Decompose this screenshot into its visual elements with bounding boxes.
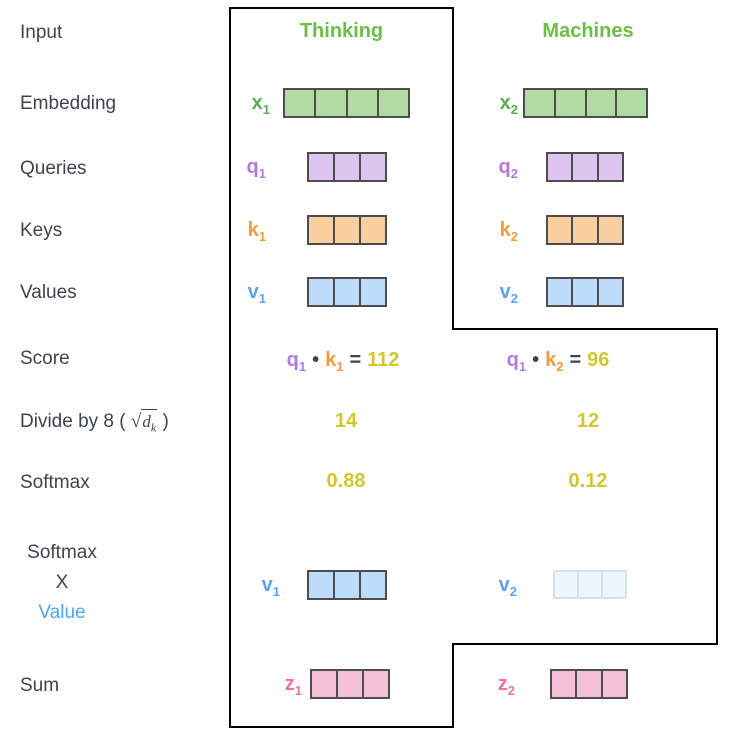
vector-cell xyxy=(596,279,622,305)
vector-cell xyxy=(333,572,359,598)
dot-operator: • xyxy=(312,349,320,371)
row-label-values: Values xyxy=(20,282,77,303)
k2-label: k2 xyxy=(499,219,518,244)
equals-sign: = xyxy=(569,349,582,371)
v1-weighted-label: v1 xyxy=(261,574,280,599)
row-label-embedding: Embedding xyxy=(20,93,117,114)
row-label-queries: Queries xyxy=(20,158,87,179)
row-label-sum: Sum xyxy=(20,675,60,696)
vector-cell xyxy=(362,671,388,697)
vector-cell xyxy=(555,572,577,597)
vector-cell xyxy=(312,671,336,697)
vector-cell xyxy=(548,279,572,305)
vector-cell xyxy=(309,572,333,598)
x1-embedding-bar xyxy=(283,88,410,118)
score-result: 112 xyxy=(367,349,400,371)
z1-label: z1 xyxy=(284,673,302,698)
vector-cell xyxy=(333,279,359,305)
vector-cell xyxy=(333,154,359,180)
score-q1-k1: q1•k1=112 xyxy=(286,349,400,374)
vector-cell xyxy=(577,572,601,597)
dot-operator: • xyxy=(532,349,540,371)
x2-label: x2 xyxy=(499,92,518,117)
token-header-thinking: Thinking xyxy=(299,20,384,42)
vector-cell xyxy=(359,572,385,598)
equals-sign: = xyxy=(349,349,362,371)
divide-prefix: Divide by 8 ( xyxy=(20,411,126,432)
vector-cell xyxy=(575,671,601,697)
vector-cell xyxy=(584,90,616,116)
vector-cell xyxy=(571,217,597,243)
v2-label: v2 xyxy=(499,281,518,306)
v1-value-bar xyxy=(307,277,387,307)
vector-cell xyxy=(596,217,622,243)
softmax-x-value-line1: Softmax xyxy=(27,542,97,563)
scaled-score-thinking: 14 xyxy=(334,410,358,432)
v1-label: v1 xyxy=(247,281,266,306)
row-label-softmax: Softmax xyxy=(20,472,90,493)
vector-cell xyxy=(309,279,333,305)
row-label-input: Input xyxy=(20,22,63,43)
z2-sum-bar xyxy=(550,669,628,699)
v1-weighted-bar xyxy=(307,570,387,600)
vector-cell xyxy=(314,90,346,116)
vector-cell xyxy=(553,90,585,116)
softmax-x-value-line2: X xyxy=(55,572,69,593)
vector-cell xyxy=(359,217,385,243)
divide-suffix: ) xyxy=(162,411,169,432)
k2-key-bar xyxy=(546,215,624,245)
v2-weighted-bar-faded xyxy=(553,570,627,599)
vector-cell xyxy=(600,671,626,697)
vector-cell xyxy=(285,90,315,116)
z2-label: z2 xyxy=(497,673,515,698)
x2-embedding-bar xyxy=(523,88,648,118)
q2-label: q2 xyxy=(498,156,518,181)
vector-cell xyxy=(345,90,377,116)
k1-key-bar xyxy=(307,215,387,245)
score-result: 96 xyxy=(587,349,610,371)
row-label-score: Score xyxy=(20,348,70,369)
row-label-softmax-x-value: Softmax X Value xyxy=(14,538,110,628)
vector-cell xyxy=(525,90,554,116)
vector-cell xyxy=(309,217,333,243)
scaled-score-machines: 12 xyxy=(576,410,600,432)
softmax-x-value-line3: Value xyxy=(38,602,86,623)
v2-value-bar xyxy=(546,277,624,307)
score-q1-k2: q1•k2=96 xyxy=(506,349,610,374)
vector-cell xyxy=(309,154,333,180)
k1-label: k1 xyxy=(247,219,266,244)
vector-cell xyxy=(359,154,385,180)
vector-cell xyxy=(359,279,385,305)
vector-cell xyxy=(336,671,362,697)
softmax-machines: 0.12 xyxy=(568,470,608,492)
vector-cell xyxy=(376,90,408,116)
row-label-keys: Keys xyxy=(20,220,63,241)
vector-cell xyxy=(571,279,597,305)
v2-weighted-label: v2 xyxy=(498,574,517,599)
vector-cell xyxy=(596,154,622,180)
vector-cell xyxy=(601,572,625,597)
q1-label: q1 xyxy=(246,156,266,181)
token-header-machines: Machines xyxy=(542,20,634,42)
row-label-divide: Divide by 8 ( √dk ) xyxy=(20,409,169,439)
vector-cell xyxy=(548,154,572,180)
q2-query-bar xyxy=(546,152,624,182)
vector-cell xyxy=(548,217,572,243)
sqrt-dk-formula: √dk xyxy=(131,409,158,434)
vector-cell xyxy=(571,154,597,180)
x1-label: x1 xyxy=(251,92,270,117)
q1-query-bar xyxy=(307,152,387,182)
softmax-thinking: 0.88 xyxy=(326,470,366,492)
vector-cell xyxy=(333,217,359,243)
vector-cell xyxy=(552,671,576,697)
z1-sum-bar xyxy=(310,669,390,699)
vector-cell xyxy=(615,90,646,116)
